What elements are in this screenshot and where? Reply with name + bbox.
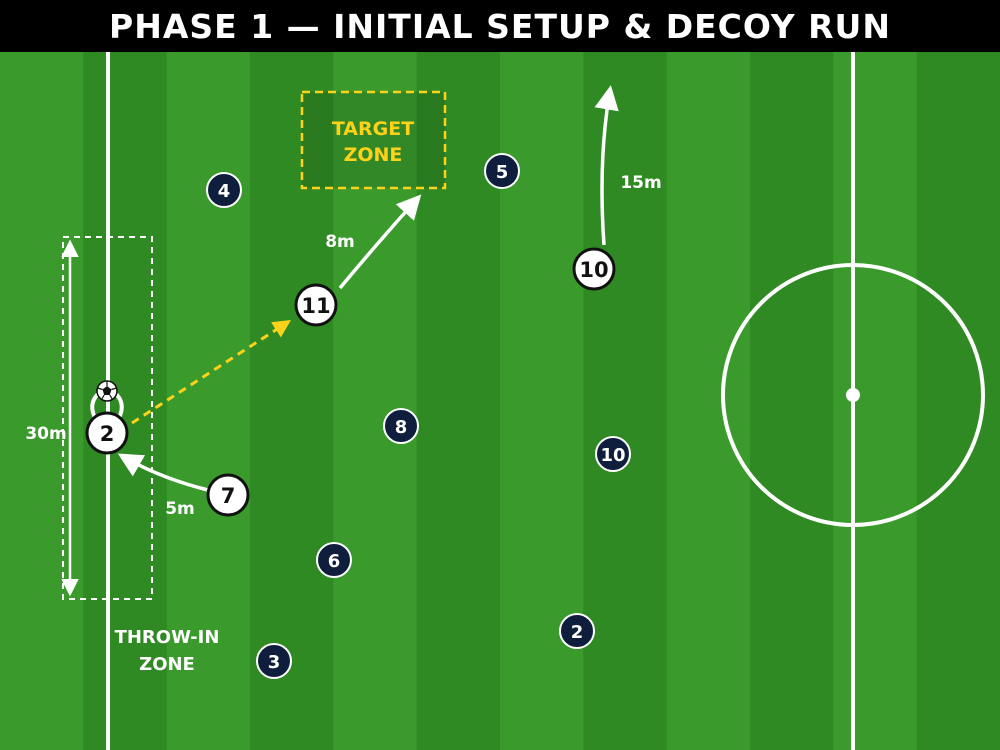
attacker-11-number: 11	[301, 294, 330, 318]
soccer-ball-icon	[96, 380, 118, 402]
defender-10: 10	[595, 436, 631, 472]
support-run-label: 5m	[165, 499, 195, 519]
pitch-stripes	[0, 52, 1000, 750]
page-title: PHASE 1 — INITIAL SETUP & DECOY RUN	[109, 6, 891, 46]
target-zone-label-line2: ZONE	[344, 144, 403, 166]
pitch-stripe	[916, 52, 1000, 750]
defender-players: 4 5 8 10 6 2 3	[206, 153, 631, 679]
target-zone-box	[300, 90, 447, 190]
pitch-stripe	[666, 52, 751, 750]
title-bar: PHASE 1 — INITIAL SETUP & DECOY RUN	[0, 0, 1000, 52]
pitch-stripe	[833, 52, 918, 750]
svg-text:4: 4	[218, 181, 231, 202]
attacker-2-number: 2	[100, 422, 115, 446]
support-run-arrow	[117, 453, 209, 492]
defender-6: 6	[316, 542, 352, 578]
target-zone-label-line1: TARGET	[332, 118, 414, 140]
target-zone: TARGET ZONE	[300, 90, 447, 190]
pitch-stripe	[250, 52, 335, 750]
defender-3: 3	[256, 643, 292, 679]
attacker-10-deep: 10	[572, 247, 616, 291]
defender-2: 2	[559, 613, 595, 649]
deep-run-label: 15m	[620, 173, 661, 193]
attacker-10-number: 10	[579, 258, 608, 282]
centre-spot	[846, 388, 860, 402]
attacker-11-decoy: 11	[294, 283, 338, 327]
pitch-stripe	[583, 52, 668, 750]
throwin-zone: 30m THROW-IN ZONE	[25, 236, 220, 675]
movement-arrows: 5m 8m 15m	[117, 85, 662, 519]
throwin-length-label: 30m	[25, 424, 66, 444]
svg-text:6: 6	[328, 551, 341, 572]
pass-arrow	[131, 320, 292, 425]
defender-4: 4	[206, 172, 242, 208]
attacker-7-number: 7	[221, 484, 236, 508]
svg-text:10: 10	[600, 445, 625, 466]
pitch-stripe	[166, 52, 251, 750]
pitch-markings	[106, 52, 985, 750]
pitch-stripe	[0, 52, 85, 750]
svg-text:2: 2	[571, 622, 584, 643]
pitch-stripe	[750, 52, 835, 750]
decoy-run-label: 8m	[325, 232, 355, 252]
svg-text:3: 3	[268, 652, 281, 673]
throwin-zone-label-line1: THROW-IN	[115, 627, 220, 648]
defender-5: 5	[484, 153, 520, 189]
attacker-2-thrower: 2	[85, 411, 129, 455]
svg-text:5: 5	[496, 162, 509, 183]
deep-run-arrow	[594, 85, 619, 246]
attacker-7-support: 7	[206, 473, 250, 517]
pitch-stripe	[333, 52, 418, 750]
pitch-stripe	[83, 52, 168, 750]
decoy-run-arrow	[338, 194, 422, 290]
attacker-players: 2 7 11 10	[85, 247, 616, 517]
defender-8: 8	[383, 408, 419, 444]
svg-text:8: 8	[395, 417, 408, 438]
centre-circle	[721, 263, 985, 527]
throwin-zone-label-line2: ZONE	[139, 654, 195, 675]
